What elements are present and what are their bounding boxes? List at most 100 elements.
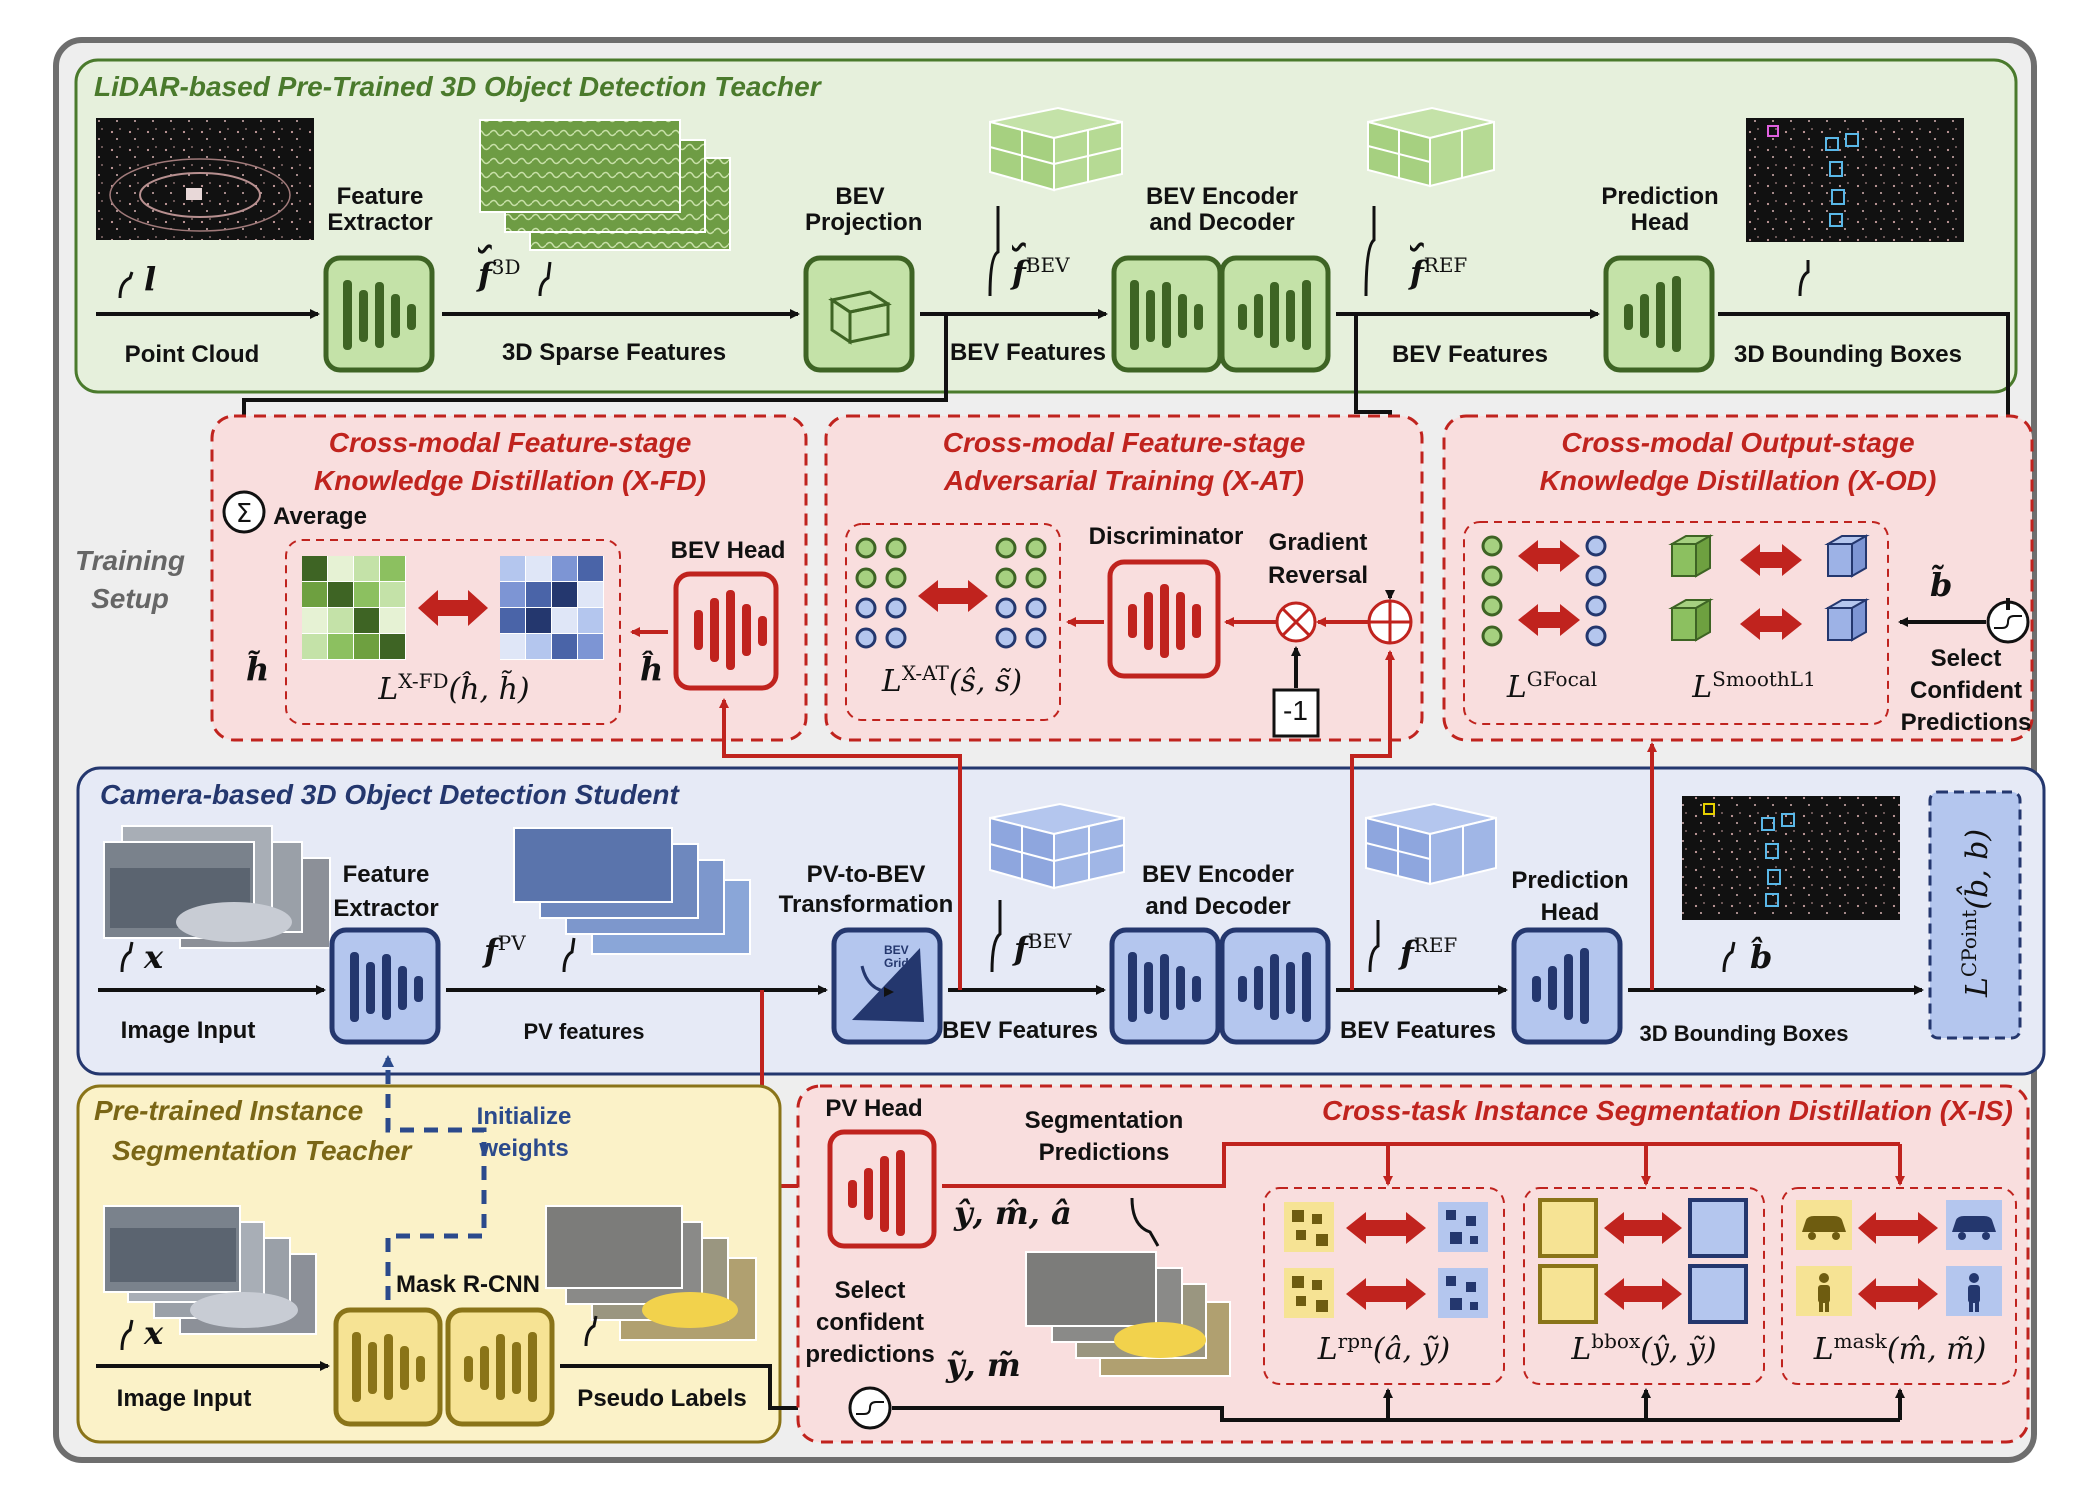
- var-fref-student-base: f: [1400, 933, 1414, 972]
- xat-loss-args: (ŝ, s̃): [948, 664, 1023, 699]
- rpn-loss-sup: rpn: [1337, 1329, 1373, 1353]
- heatmap-cell: [354, 608, 379, 633]
- bev-feature-cube-student: [989, 802, 1125, 890]
- heatmap-cell: [500, 582, 525, 607]
- student-bev-encoder-block: [1109, 927, 1221, 1045]
- bbox-loss-sup: bbox: [1591, 1329, 1641, 1353]
- gradient-reversal-label-1: Gradient: [1268, 529, 1368, 556]
- teacher-bev-features-label-1: BEV Features: [949, 339, 1107, 366]
- rpn-loss-label: Lrpn(â, ỹ): [1318, 1330, 1451, 1366]
- xat-double-arrow: [918, 580, 988, 612]
- seg-teacher-title-2: Segmentation Teacher: [112, 1135, 412, 1166]
- bbox-loss-name: L: [1571, 1332, 1592, 1367]
- average-label: Average: [273, 503, 367, 530]
- var-fref-teacher-sup: REF: [1423, 253, 1468, 277]
- var-fbev-teacher-base: f: [1012, 253, 1026, 292]
- pv-head-block: [827, 1129, 937, 1249]
- teacher-feature-extractor-label: Feature Extractor: [320, 183, 440, 237]
- heatmap-cell: [500, 608, 525, 633]
- minus-one-box: [1272, 688, 1320, 738]
- xod-student-cubes: [1824, 534, 1870, 642]
- student-feature-extractor-label-1: Feature: [342, 861, 430, 888]
- heatmap-cell: [526, 634, 551, 659]
- rpn-student-anchors: [1438, 1202, 1488, 1318]
- initialize-weights-arrow: [382, 1055, 487, 1300]
- car-icon-student: [1952, 1216, 1996, 1240]
- feature-node: [995, 567, 1017, 589]
- student-bev-encoder-label-1: BEV Encoder: [1141, 861, 1295, 888]
- xat-loss-name: L: [881, 664, 902, 699]
- student-feature-extractor-block: [329, 927, 441, 1045]
- pv2bev-label-2: Transformation: [778, 891, 954, 918]
- pseudo-vars-label: ỹ, m̃: [946, 1346, 1021, 1384]
- xis-seg-image-stack: [1025, 1251, 1231, 1377]
- heatmap-cell: [578, 634, 603, 659]
- average-sum-node: Σ: [222, 490, 266, 534]
- add-node: [1367, 599, 1413, 645]
- var-fbev-student-sup: BEV: [1027, 929, 1072, 953]
- heatmap-cell: [354, 556, 379, 581]
- var-x-seg: x: [144, 1314, 164, 1352]
- pv2bev-block: [831, 927, 943, 1045]
- smoothl1-loss-sup: SmoothL1: [1712, 667, 1816, 691]
- var-fref-teacher: fREF: [1410, 254, 1467, 291]
- var-f3d-sup: 3D: [491, 255, 521, 279]
- heatmap-cell: [500, 634, 525, 659]
- xod-select-label-1: Select: [1930, 645, 2002, 672]
- heatmap-cell: [302, 634, 327, 659]
- student-heatmap: [500, 556, 604, 660]
- student-bev-encoder-label-2: and Decoder: [1145, 893, 1291, 920]
- heatmap-cell: [380, 634, 405, 659]
- pv2bev-label-1: PV-to-BEV: [806, 861, 926, 888]
- xod-title-line1: Cross-modal Output-stage: [1561, 427, 1915, 458]
- xis-select-label-2: confident: [816, 1309, 924, 1336]
- teacher-feature-extractor-block: [323, 255, 435, 373]
- var-f3d: f3D: [478, 256, 521, 293]
- mask-loss-args: (m̂, m̃): [1886, 1332, 1987, 1367]
- heatmap-cell: [302, 582, 327, 607]
- xod-feature-node: [1585, 625, 1607, 647]
- bev-grid-label-1: BEV: [884, 943, 909, 957]
- pv-feature-stack: [513, 827, 751, 955]
- seg-teacher-title-1: Pre-trained Instance: [94, 1095, 364, 1126]
- pseudo-label-image-stack: [545, 1205, 757, 1341]
- ref-feature-cube-student: [1365, 802, 1497, 886]
- teacher-bev-features-label-2: BEV Features: [1391, 341, 1549, 368]
- gfocal-loss-sup: GFocal: [1526, 667, 1598, 691]
- xat-teacher-nodes: [855, 537, 907, 649]
- var-fbev-teacher: fBEV: [1012, 254, 1070, 291]
- person-icon-teacher: [1818, 1273, 1830, 1312]
- student-image-input-label: Image Input: [120, 1017, 256, 1044]
- student-title: Camera-based 3D Object Detection Student: [100, 779, 679, 810]
- b-tilde-label: b̃: [1930, 566, 1953, 604]
- var-fbev-student: fBEV: [1014, 930, 1072, 967]
- student-feature-extractor-label-2: Extractor: [333, 895, 439, 922]
- h-hat-label: ĥ: [640, 650, 664, 688]
- discriminator-label: Discriminator: [1088, 523, 1244, 550]
- xfd-title-line1: Cross-modal Feature-stage: [328, 427, 692, 458]
- feature-node: [885, 627, 907, 649]
- heatmap-cell: [302, 556, 327, 581]
- teacher-bounding-boxes-label: 3D Bounding Boxes: [1733, 341, 1963, 368]
- teacher-prediction-head-label: Prediction Head: [1600, 183, 1720, 237]
- bev-grid-label-2: Grid: [884, 956, 909, 971]
- initialize-weights-label-1: Initialize: [476, 1103, 572, 1130]
- person-icon-student: [1968, 1273, 1980, 1312]
- feature-node: [885, 597, 907, 619]
- student-prediction-head-label-2: Head: [1540, 899, 1600, 926]
- xis-select-label-3: predictions: [805, 1341, 935, 1368]
- feature-node: [855, 597, 877, 619]
- var-fbev-student-base: f: [1014, 929, 1028, 968]
- student-bev-features-label-1: BEV Features: [941, 1017, 1099, 1044]
- discriminator-block: [1107, 559, 1221, 679]
- bbox-student-box-2: [1688, 1264, 1748, 1324]
- smoothl1-loss-name: L: [1692, 670, 1713, 705]
- feature-node: [855, 627, 877, 649]
- bev-head-label: BEV Head: [670, 537, 786, 564]
- heatmap-cell: [328, 582, 353, 607]
- student-bev-features-label-2: BEV Features: [1339, 1017, 1497, 1044]
- feature-node: [885, 537, 907, 559]
- heatmap-cell: [302, 608, 327, 633]
